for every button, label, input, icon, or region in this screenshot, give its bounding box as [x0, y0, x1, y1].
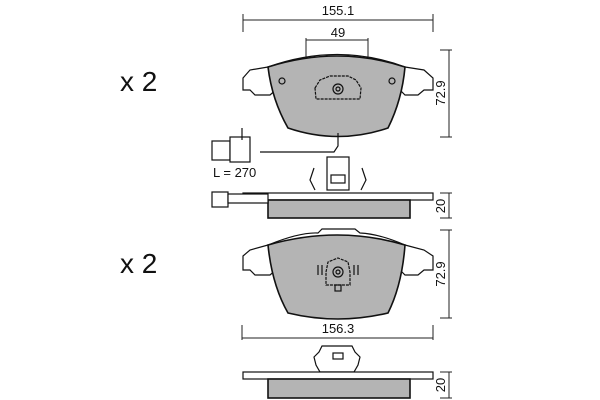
bottom-pad-width-dimension: 156.3 — [322, 321, 355, 336]
bottom-pad-height-dimension: 72.9 — [433, 261, 448, 286]
bottom-pad-thickness-dimension: 20 — [433, 378, 448, 392]
top-pad-quantity: x 2 — [120, 66, 157, 97]
top-pad-inner-width-dimension: 49 — [331, 25, 345, 40]
top-pad-width-dimension: 155.1 — [322, 3, 355, 18]
top-pad-height-dimension: 72.9 — [433, 80, 448, 105]
bottom-pad-side-view: 20 — [242, 345, 452, 399]
top-pad-front-view: 155.1 49 L = 270 72.9 — [211, 3, 452, 180]
bottom-pad-quantity: x 2 — [120, 248, 157, 279]
bottom-pad-front-view: 72.9 156.3 — [241, 228, 452, 340]
sensor-length-label: L = 270 — [213, 165, 256, 180]
top-pad-side-view: 20 — [211, 156, 452, 219]
top-pad-thickness-dimension: 20 — [433, 199, 448, 213]
